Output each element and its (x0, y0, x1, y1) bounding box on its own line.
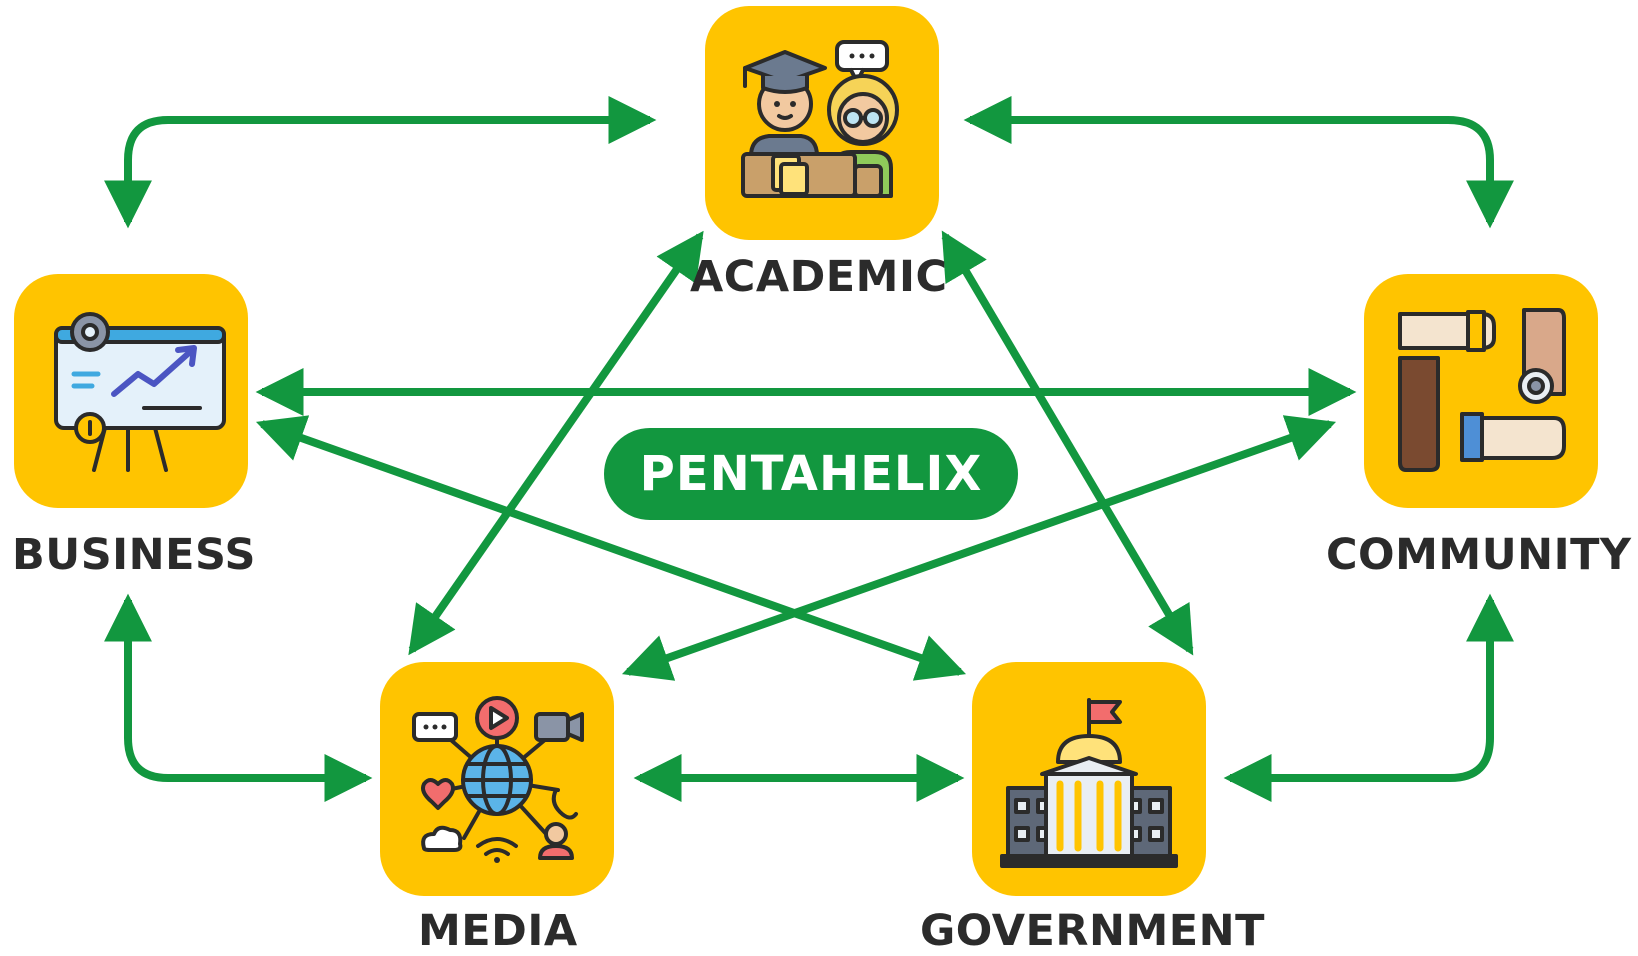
node-business (14, 274, 248, 508)
node-label-government: GOVERNMENT (920, 906, 1265, 956)
node-academic (705, 6, 939, 240)
node-label-business: BUSINESS (12, 530, 257, 580)
arrow-academic-business (104, 96, 657, 229)
node-label-academic: ACADEMIC (690, 252, 948, 302)
presentation-board-icon (54, 312, 226, 472)
center-title: PENTAHELIX (639, 446, 983, 502)
node-media (380, 662, 614, 896)
government-building-icon (1000, 698, 1178, 868)
node-label-media: MEDIA (418, 906, 578, 956)
joined-hands-icon (1398, 308, 1566, 472)
center-pill (604, 428, 1018, 520)
students-icon (741, 40, 899, 198)
node-community (1364, 274, 1598, 508)
node-government (972, 662, 1206, 896)
arrow-community-government (1223, 593, 1514, 802)
social-media-globe-icon (412, 696, 584, 863)
arrow-academic-community (963, 96, 1514, 229)
arrow-community-media (621, 415, 1337, 681)
node-label-community: COMMUNITY (1326, 530, 1632, 580)
arrow-business-media (104, 593, 373, 802)
